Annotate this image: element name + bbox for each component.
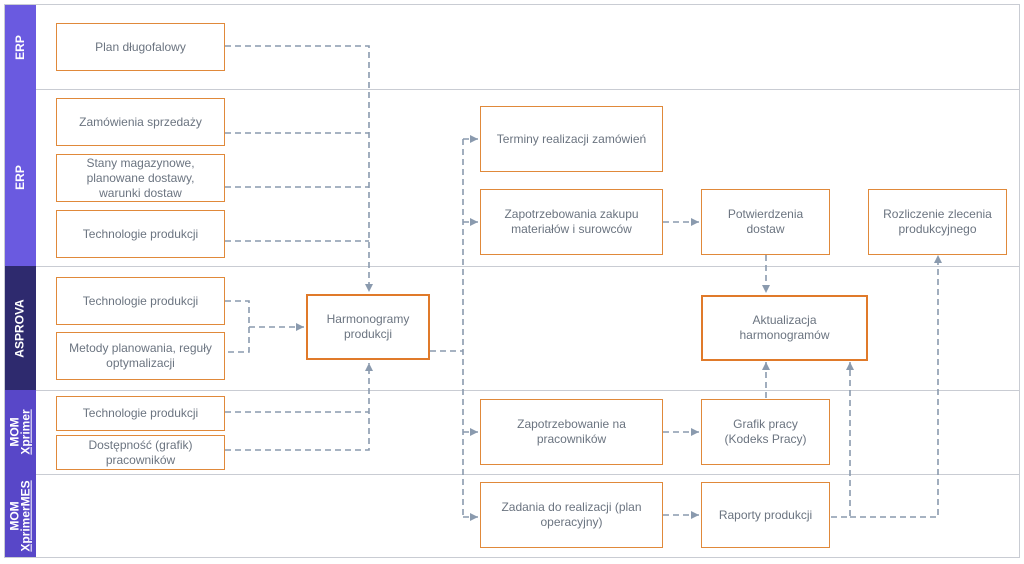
box-zamowienia-sprzedazy: Zamówienia sprzedaży [56, 98, 225, 146]
connector-plan-to-harmonogramy [225, 45, 373, 292]
box-dostepnosc-pracownikow: Dostępność (grafik) pracowników [56, 435, 225, 470]
box-grafik-pracy: Grafik pracy (Kodeks Pracy) [701, 399, 830, 465]
box-technologie-mom: Technologie produkcji [56, 396, 225, 431]
box-aktualizacja-harmonogramow: Aktualizacja harmonogramów [701, 295, 868, 361]
box-terminy-realizacji: Terminy realizacji zamówień [480, 106, 663, 172]
box-raporty-produkcji: Raporty produkcji [701, 482, 830, 548]
box-technologie-asprova: Technologie produkcji [56, 277, 225, 325]
lane-divider [36, 390, 1019, 391]
lane-label-erp-2: ERP [5, 89, 36, 266]
box-zapotrzebowania-zakupu: Zapotrzebowania zakupu materiałów i suro… [480, 189, 663, 255]
box-metody-planowania: Metody planowania, reguły optymalizacji [56, 332, 225, 380]
box-rozliczenie-zlecenia: Rozliczenie zlecenia produkcyjnego [868, 189, 1007, 255]
connector-technologie-asprova [225, 300, 250, 353]
connector-raporty-to-aktualizacja [831, 362, 854, 518]
box-technologie-erp: Technologie produkcji [56, 210, 225, 258]
lane-label-mom-xprimer: MOM Xprimer [5, 390, 36, 474]
box-stany-magazynowe: Stany magazynowe, planowane dostawy, war… [56, 154, 225, 202]
lane-divider [36, 89, 1019, 90]
box-zapotrzebowanie-pracownikow: Zapotrzebowanie na pracowników [480, 399, 663, 465]
connector-raporty-to-rozliczenie [850, 255, 942, 518]
box-plan-dlugofalowy: Plan długofalowy [56, 23, 225, 71]
box-potwierdzenia-dostaw: Potwierdzenia dostaw [701, 189, 830, 255]
box-zadania-do-realizacji: Zadania do realizacji (plan operacyjny) [480, 482, 663, 548]
lane-label-erp-1: ERP [5, 5, 36, 89]
lane-divider [36, 474, 1019, 475]
diagram-frame [4, 4, 1020, 558]
lane-divider [36, 266, 1019, 267]
lane-label-asprova: ASPROVA [5, 266, 36, 390]
box-harmonogramy-produkcji: Harmonogramy produkcji [306, 294, 430, 360]
lane-label-mom-xprimermes: MOM XprimerMES [5, 474, 36, 557]
connector-dostepnosc-to-harmonogramy [225, 363, 373, 451]
